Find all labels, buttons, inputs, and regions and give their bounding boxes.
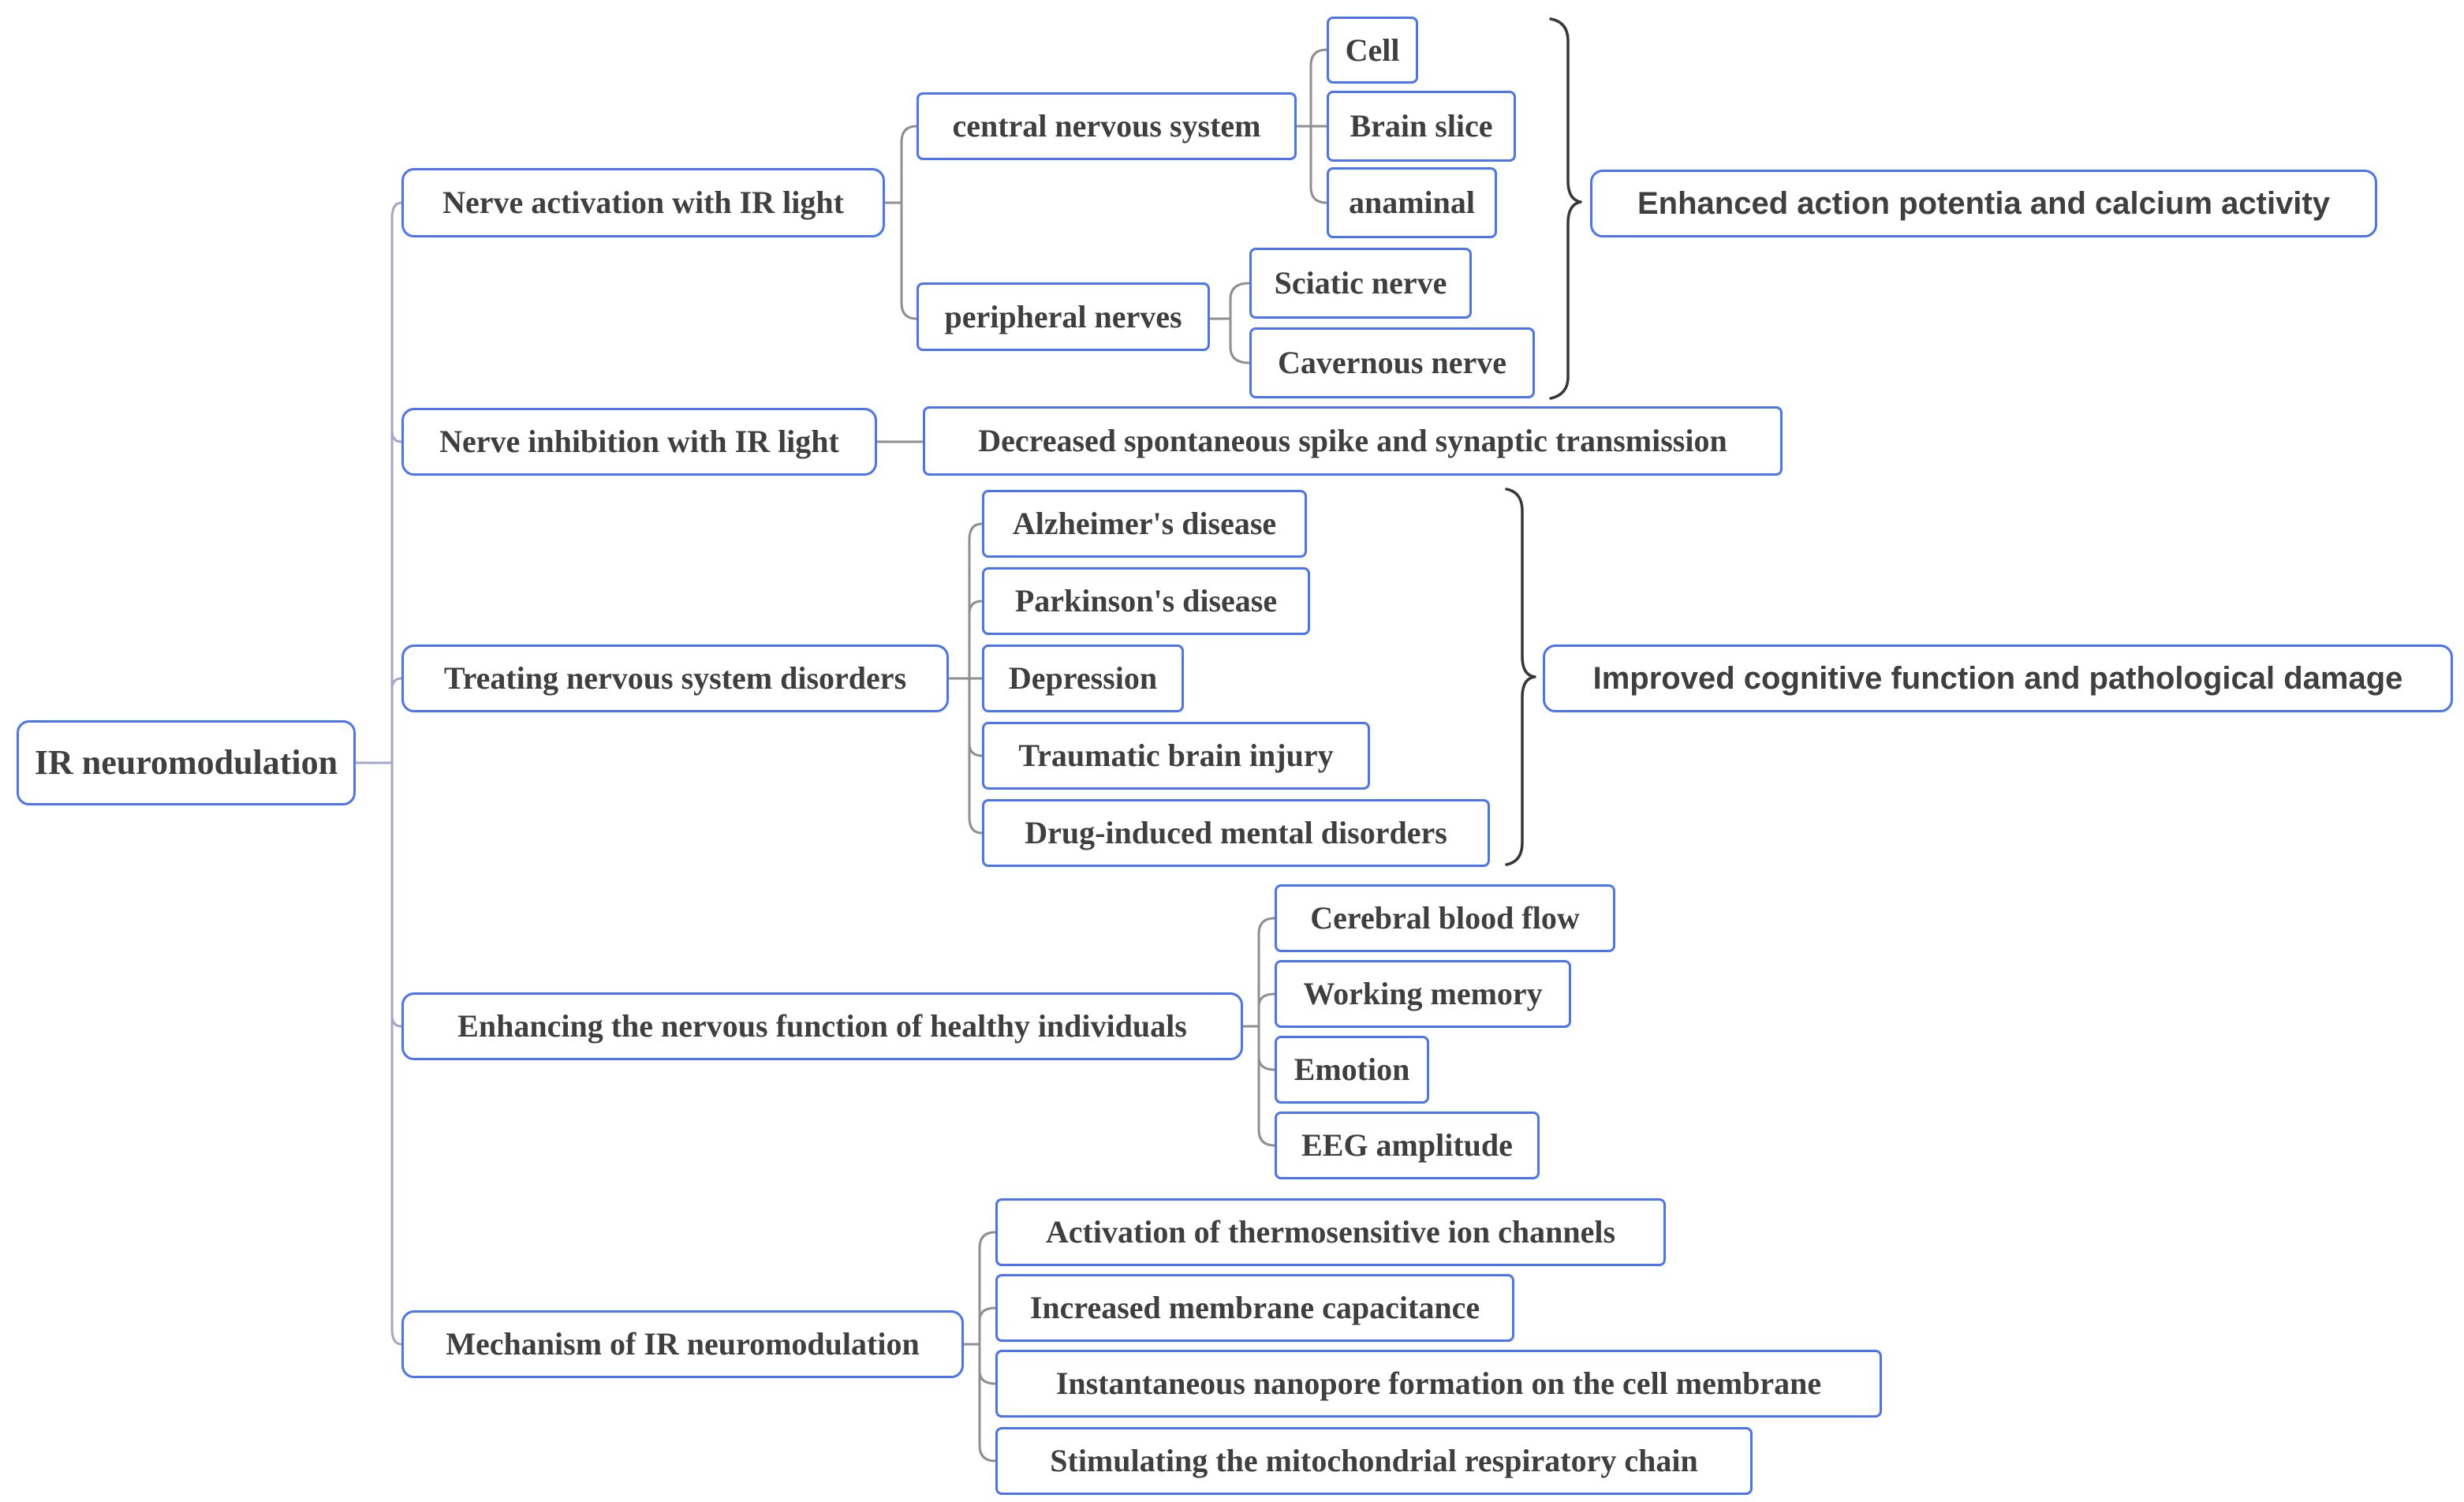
connector-trunk-branch4	[390, 1014, 403, 1028]
node-label: Instantaneous nanopore formation on the …	[1055, 1366, 1822, 1401]
node-label: Stimulating the mitochondrial respirator…	[1050, 1443, 1698, 1478]
connector-b1-spine	[900, 125, 918, 320]
node-brain-slice: Brain slice	[1327, 91, 1516, 162]
connector-trunk-branch3	[390, 677, 403, 691]
node-label: Cell	[1345, 32, 1400, 68]
node-label: Sciatic nerve	[1274, 265, 1447, 301]
node-label: anaminal	[1348, 185, 1476, 220]
node-emotion: Emotion	[1275, 1036, 1429, 1104]
node-label: Activation of thermosensitive ion channe…	[1045, 1214, 1616, 1250]
node-label: Increased membrane capacitance	[1029, 1290, 1480, 1325]
node-label: Depression	[1008, 660, 1158, 696]
node-label: Enhanced action potentia and calcium act…	[1637, 186, 2330, 221]
node-label: Brain slice	[1350, 108, 1493, 144]
node-label: Decreased spontaneous spike and synaptic…	[978, 423, 1727, 458]
node-label: Enhancing the nervous function of health…	[457, 1008, 1187, 1044]
node-label: Nerve activation with IR light	[442, 185, 844, 220]
node-working-memory: Working memory	[1275, 960, 1571, 1028]
brace-activation-outcome	[1549, 17, 1582, 400]
node-nanopore-formation: Instantaneous nanopore formation on the …	[995, 1350, 1882, 1418]
connector-trunk-branch2	[390, 429, 403, 443]
node-label: EEG amplitude	[1301, 1127, 1513, 1163]
connector-b4-elbow-2	[1257, 992, 1276, 1008]
node-label: central nervous system	[952, 108, 1261, 144]
connector-b4-elbow-3	[1257, 1056, 1276, 1071]
node-cell: Cell	[1327, 17, 1418, 84]
node-outcome-enhanced-activity: Enhanced action potentia and calcium act…	[1590, 170, 2377, 237]
node-peripheral-nerves: peripheral nerves	[917, 282, 1210, 351]
connector-b5-elbow-2	[978, 1306, 997, 1322]
node-nerve-activation: Nerve activation with IR light	[401, 168, 885, 237]
node-label: Mechanism of IR neuromodulation	[446, 1326, 920, 1362]
node-label: Cerebral blood flow	[1310, 900, 1580, 936]
connector-b5-spine	[978, 1231, 997, 1463]
node-label: Alzheimer's disease	[1012, 506, 1277, 541]
node-mechanism: Mechanism of IR neuromodulation	[401, 1310, 964, 1378]
node-root-ir-neuromodulation: IR neuromodulation	[17, 720, 356, 805]
node-label: Drug-induced mental disorders	[1025, 815, 1447, 850]
node-mitochondrial-chain: Stimulating the mitochondrial respirator…	[995, 1427, 1753, 1495]
node-parkinsons-disease: Parkinson's disease	[982, 567, 1310, 635]
node-decreased-spike: Decreased spontaneous spike and synaptic…	[923, 406, 1783, 476]
node-sciatic-nerve: Sciatic nerve	[1249, 248, 1472, 319]
node-enhancing-function: Enhancing the nervous function of health…	[401, 992, 1243, 1060]
node-treating-disorders: Treating nervous system disorders	[401, 645, 949, 712]
node-label: Parkinson's disease	[1014, 583, 1278, 618]
node-membrane-capacitance: Increased membrane capacitance	[995, 1274, 1514, 1342]
node-drug-induced-disorders: Drug-induced mental disorders	[982, 799, 1490, 867]
node-alzheimers-disease: Alzheimer's disease	[982, 490, 1307, 558]
node-thermosensitive-channels: Activation of thermosensitive ion channe…	[995, 1198, 1666, 1266]
node-central-nervous-system: central nervous system	[917, 92, 1297, 160]
connector-b4-spine	[1257, 917, 1276, 1147]
connector-periph-spine	[1229, 282, 1251, 364]
node-anaminal: anaminal	[1327, 167, 1497, 238]
node-label: peripheral nerves	[944, 298, 1182, 334]
node-label: Improved cognitive function and patholog…	[1592, 661, 2403, 696]
node-nerve-inhibition: Nerve inhibition with IR light	[401, 408, 877, 476]
node-traumatic-brain-injury: Traumatic brain injury	[982, 722, 1370, 790]
node-cerebral-blood-flow: Cerebral blood flow	[1275, 884, 1615, 952]
connector-b3-elbow-2	[968, 600, 984, 615]
node-depression: Depression	[982, 645, 1184, 712]
brace-treating-outcome	[1505, 488, 1536, 866]
node-label: Nerve inhibition with IR light	[439, 424, 839, 459]
node-eeg-amplitude: EEG amplitude	[1275, 1112, 1540, 1179]
node-label: Working memory	[1303, 976, 1543, 1011]
node-label: Emotion	[1294, 1052, 1410, 1087]
node-label: IR neuromodulation	[34, 743, 338, 782]
connector-b3-elbow-4	[968, 742, 984, 757]
node-label: Traumatic brain injury	[1018, 738, 1334, 773]
node-outcome-improved-cognition: Improved cognitive function and patholog…	[1543, 645, 2453, 712]
node-label: Cavernous nerve	[1278, 345, 1506, 380]
node-label: Treating nervous system disorders	[443, 660, 907, 696]
connector-b5-elbow-3	[978, 1369, 997, 1385]
connector-trunk	[390, 201, 403, 1346]
node-cavernous-nerve: Cavernous nerve	[1249, 327, 1535, 398]
